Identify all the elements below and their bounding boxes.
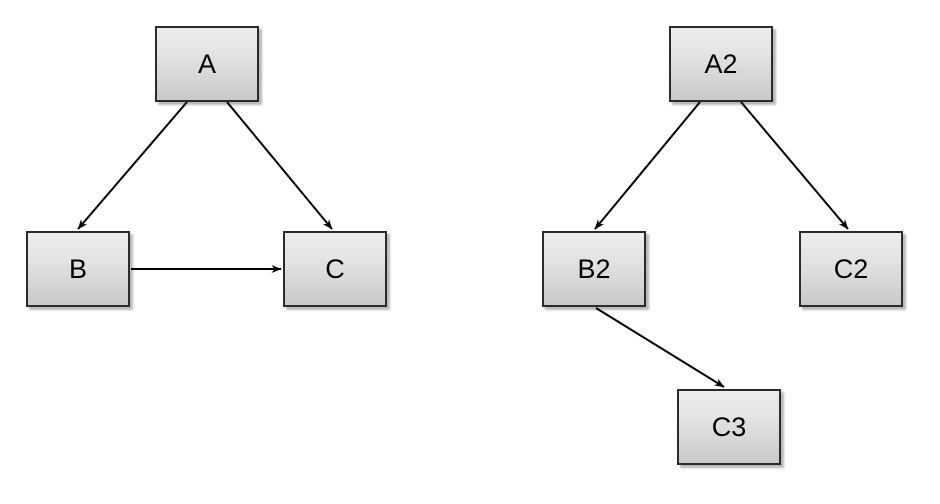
node-c[interactable]: C: [283, 231, 387, 307]
edge-b2-to-c3: [595, 307, 725, 388]
node-label-a: A: [197, 48, 216, 79]
node-label-c3: C3: [711, 411, 747, 442]
node-label-a2: A2: [704, 48, 738, 79]
edge-a2-to-c2: [740, 101, 849, 230]
node-a2[interactable]: A2: [669, 26, 773, 102]
node-c2[interactable]: C2: [799, 231, 903, 307]
node-a[interactable]: A: [155, 26, 259, 102]
edge-a-to-c: [226, 101, 333, 230]
node-label-b2: B2: [577, 253, 611, 284]
node-b[interactable]: B: [26, 231, 130, 307]
edge-a2-to-b2: [594, 101, 701, 230]
node-label-c: C: [325, 253, 345, 284]
node-label-b: B: [68, 253, 87, 284]
edge-a-to-b: [77, 101, 188, 230]
node-b2[interactable]: B2: [542, 231, 646, 307]
node-label-c2: C2: [833, 253, 869, 284]
node-c3[interactable]: C3: [677, 389, 781, 465]
